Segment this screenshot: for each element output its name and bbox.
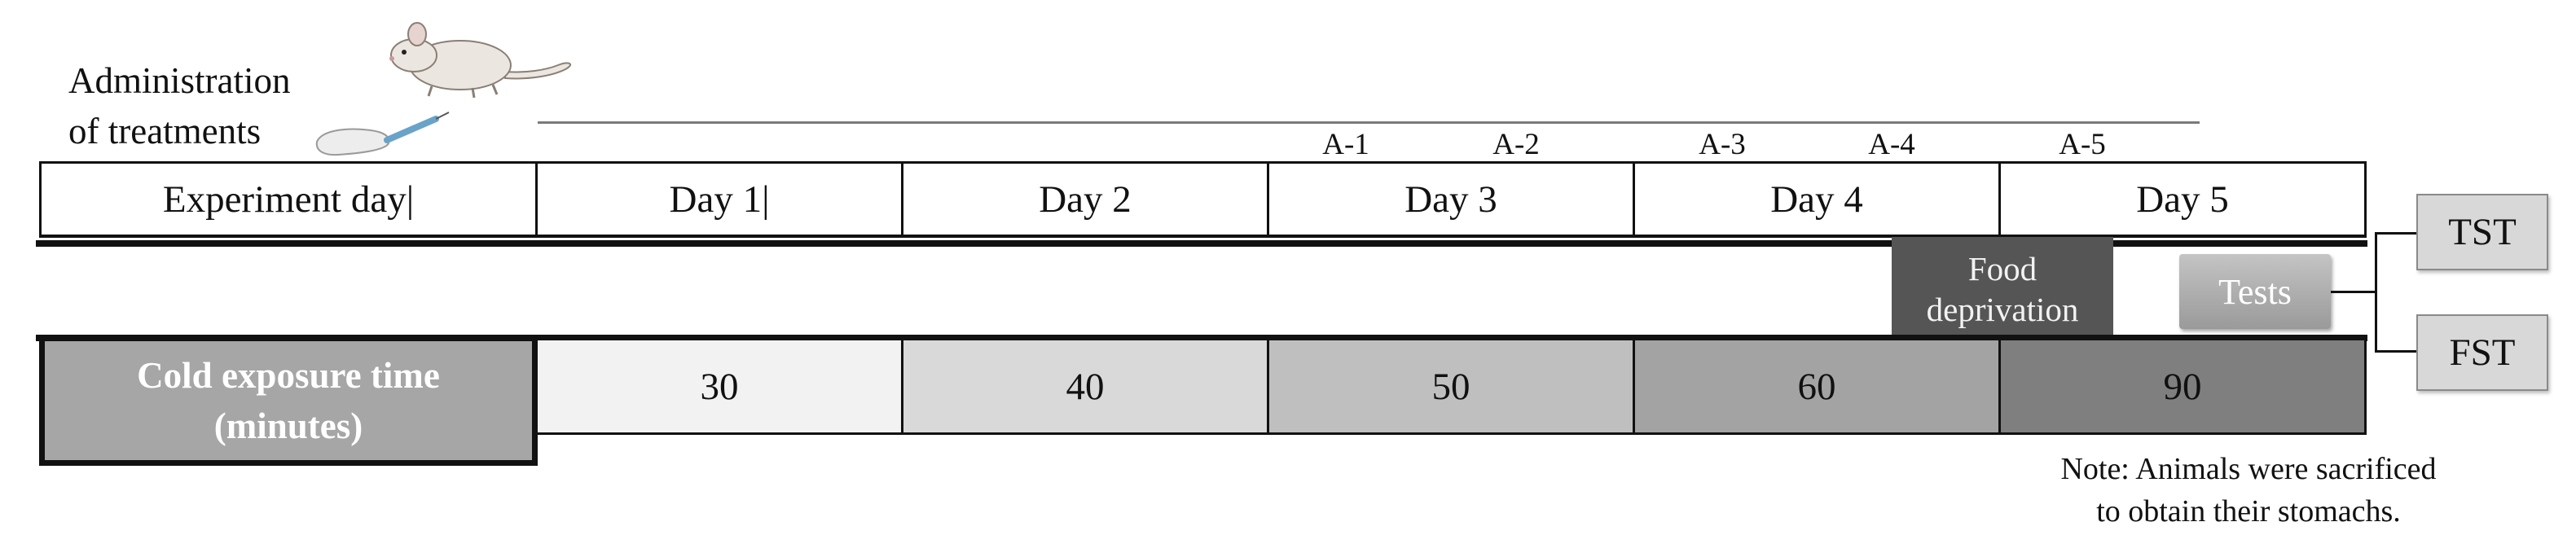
administration-mark: A-3: [1699, 128, 1746, 161]
experiment-day-label: Experiment day|: [39, 161, 538, 238]
bracket-connector: [2375, 350, 2417, 353]
tests-box: Tests: [2179, 254, 2331, 329]
cold-exposure-row: Cold exposure time (minutes) 30 40 50 60…: [39, 336, 2367, 466]
exposure-value-cell: 90: [2001, 340, 2367, 435]
note-text: Note: Animals were sacrificed to obtain …: [2060, 452, 2437, 528]
administration-mark: A-2: [1492, 128, 1540, 161]
day-cell: Day 5: [2001, 161, 2367, 238]
administration-mark: A-1: [1322, 128, 1369, 161]
exposure-value-cell: 30: [538, 340, 903, 435]
cold-exposure-label: Cold exposure time (minutes): [39, 336, 538, 466]
bracket-connector: [2375, 232, 2417, 235]
rat-illustration: [389, 22, 571, 99]
day-cell: Day 3: [1269, 161, 1635, 238]
day-cell: Day 1|: [538, 161, 903, 238]
exposure-value-cell: 40: [903, 340, 1269, 435]
administration-mark: A-4: [1868, 128, 1915, 161]
administration-mark: A-5: [2059, 128, 2106, 161]
row-divider: [36, 240, 2367, 247]
food-deprivation-box: Food deprivation: [1892, 237, 2113, 341]
bracket-connector: [2331, 291, 2376, 293]
exposure-value-cell: 60: [1635, 340, 2001, 435]
exposure-value-cell: 50: [1269, 340, 1635, 435]
tst-box: TST: [2416, 194, 2548, 270]
treatment-timeline-line: [538, 121, 2200, 124]
row-divider: [36, 335, 2367, 341]
administration-label: Administration of treatments: [68, 60, 291, 151]
experiment-day-row: Experiment day| Day 1| Day 2 Day 3 Day 4…: [39, 161, 2367, 238]
day-cell: Day 2: [903, 161, 1269, 238]
fst-box: FST: [2416, 314, 2548, 391]
hand-syringe-illustration: [315, 112, 450, 156]
bracket-connector: [2375, 232, 2377, 352]
day-cell: Day 4: [1635, 161, 2001, 238]
